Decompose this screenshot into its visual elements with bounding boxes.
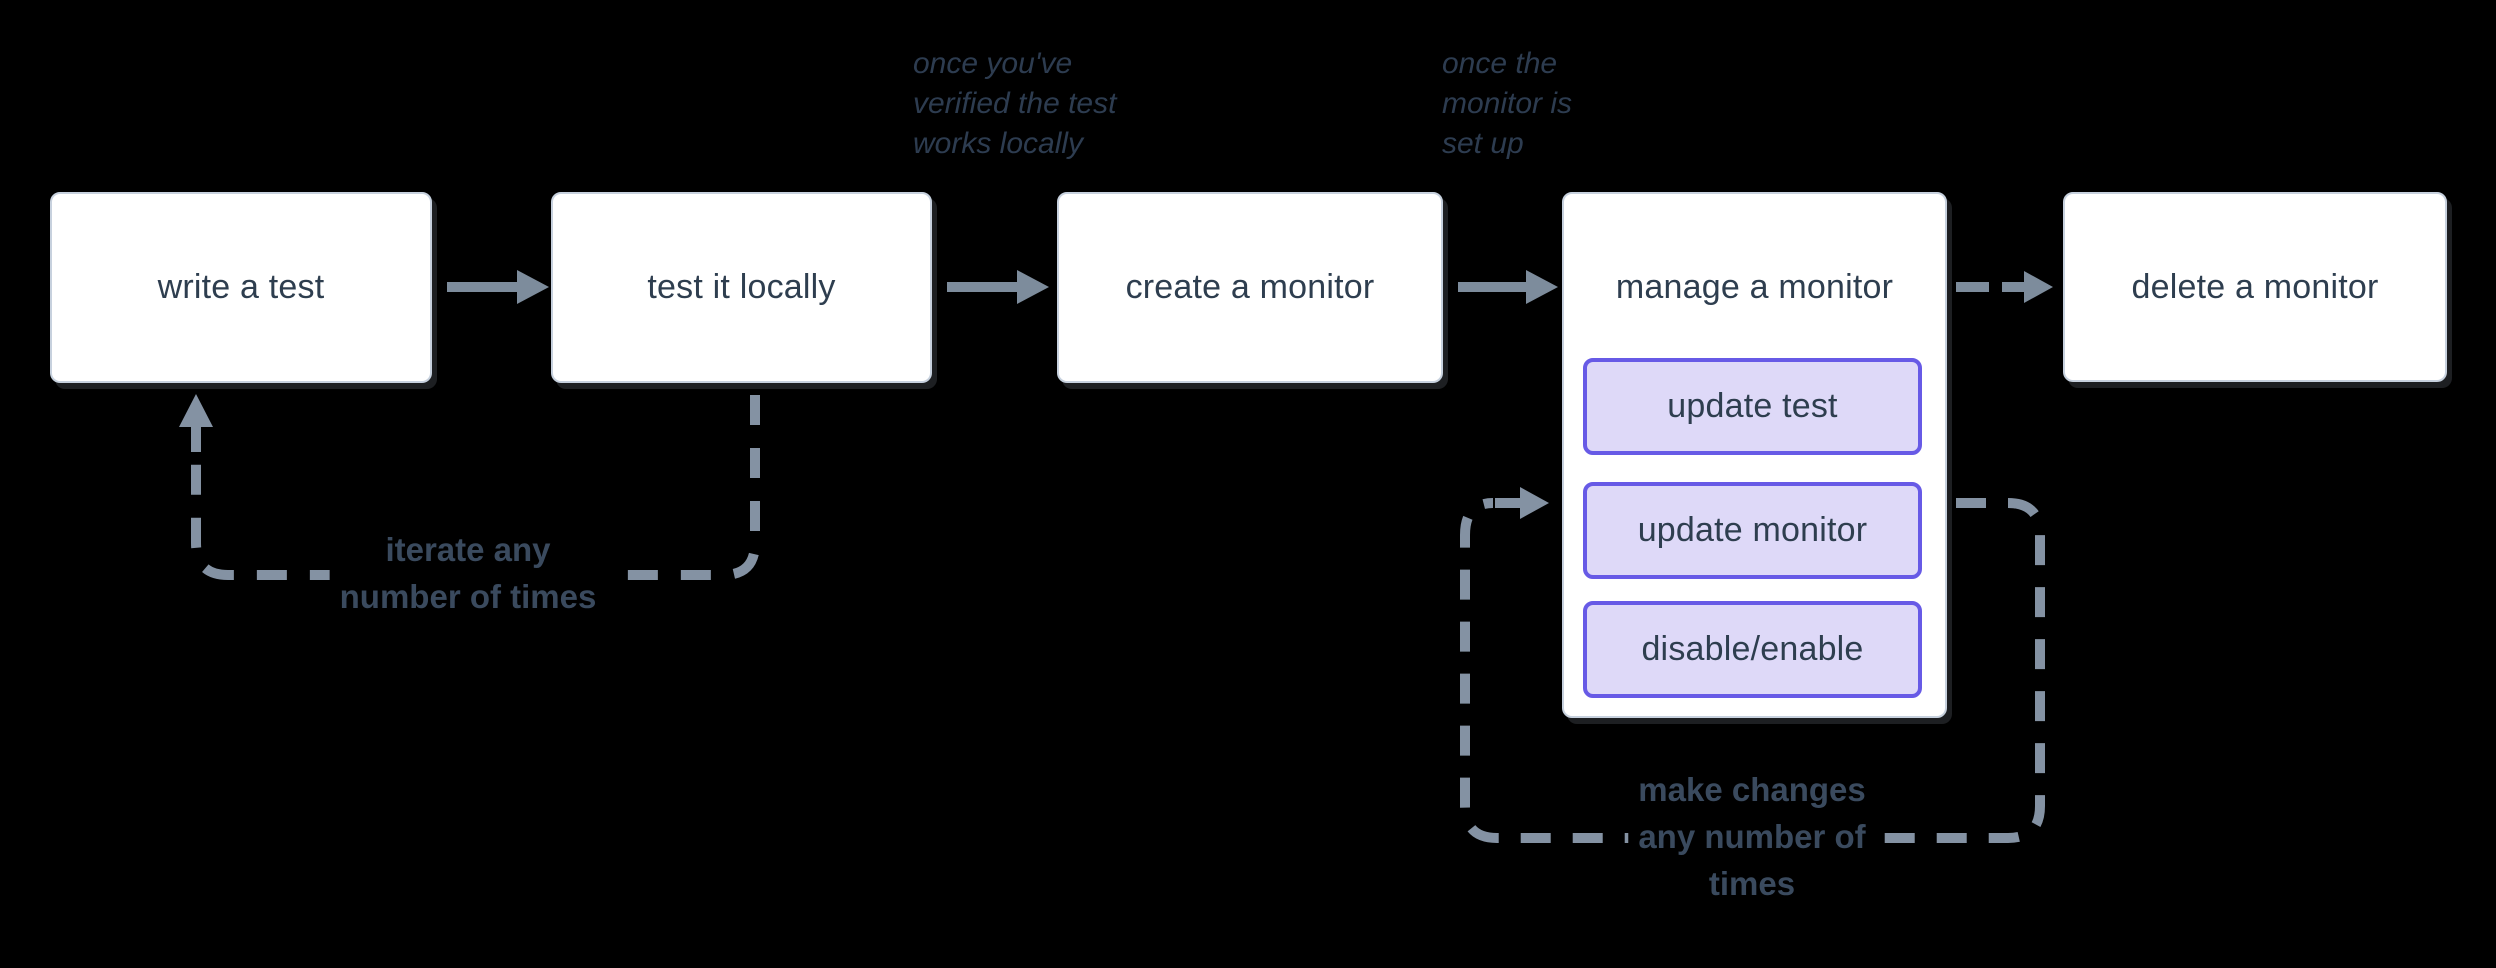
sub-node-disable-enable: disable/enable (1583, 601, 1922, 698)
flow-node-create-monitor: create a monitor (1057, 192, 1443, 383)
arrow-manage-to-delete-dashed (1956, 271, 2053, 303)
sub-node-update-monitor: update monitor (1583, 482, 1922, 579)
loop-label-make-changes: make changes any number of times (1628, 764, 1876, 909)
flow-node-label: write a test (157, 268, 325, 306)
flow-node-label: delete a monitor (2131, 267, 2379, 306)
arrow-test-to-create (947, 270, 1049, 304)
sub-node-update-test: update test (1583, 358, 1922, 455)
flow-node-label: manage a monitor (1615, 268, 1894, 306)
loop-make-changes-path (1460, 487, 2045, 843)
annotation-once-set-up: once the monitor is set up (1442, 47, 1573, 160)
loop-label-iterate: iterate any number of times (329, 524, 607, 622)
arrow-write-to-test (447, 270, 549, 304)
flow-node-label: create a monitor (1125, 268, 1375, 306)
flow-node-label: test it locally (647, 268, 836, 306)
sub-node-label: update test (1667, 387, 1838, 425)
flow-node-delete-monitor: delete a monitor (2063, 192, 2447, 382)
annotation-once-verified: once you've verified the test works loca… (913, 47, 1117, 160)
arrow-create-to-manage (1458, 270, 1558, 304)
flow-node-test-locally: test it locally (551, 192, 932, 383)
flow-node-manage-monitor: manage a monitor update test update moni… (1562, 192, 1947, 718)
flow-node-write-test: write a test (50, 192, 432, 383)
sub-node-label: disable/enable (1641, 630, 1864, 668)
sub-node-label: update monitor (1637, 511, 1868, 549)
